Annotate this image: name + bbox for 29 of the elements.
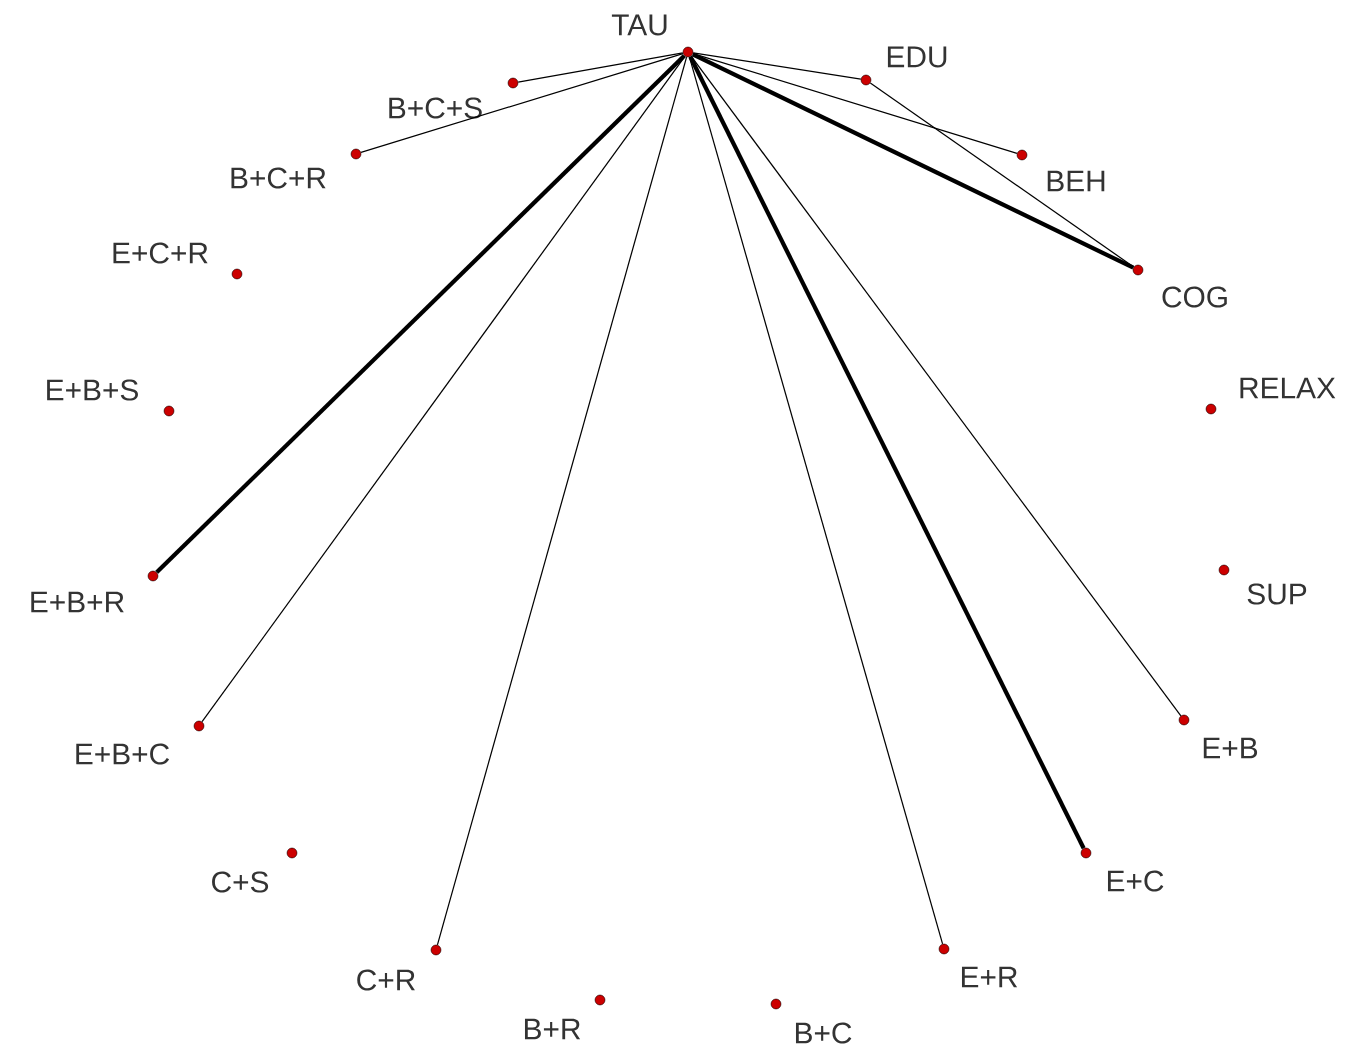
point-label: B+R: [525, 1018, 581, 1040]
point-label: C+S: [212, 871, 269, 893]
point-label: SUP: [1247, 583, 1307, 605]
network-line: [691, 52, 1135, 270]
point-label: BEH: [1047, 170, 1105, 192]
point-label: TAU: [611, 14, 667, 36]
network-line: [692, 52, 862, 80]
point-label: E+C: [1108, 870, 1164, 892]
network-line: [688, 55, 1086, 850]
network-line: [436, 56, 688, 946]
network-line: [201, 55, 686, 723]
network-line: [360, 52, 684, 154]
point-label: E+B+C: [76, 743, 170, 765]
point-label: E+C+R: [113, 242, 208, 264]
point-label: C+R: [357, 969, 415, 991]
point-label: B+C+S: [389, 97, 482, 119]
point-label: E+R: [962, 966, 1018, 988]
point-label: B+C+R: [231, 167, 326, 189]
network-line: [517, 52, 684, 83]
point-label: E+B: [1203, 737, 1258, 759]
point-label: E+B+S: [47, 379, 138, 401]
point-label: E+B+R: [31, 591, 124, 613]
network-line: [869, 82, 1135, 268]
network-line: [690, 55, 1182, 717]
point-label: B+C: [796, 1022, 852, 1044]
point-label: EDU: [887, 46, 947, 68]
point-label: COG: [1162, 286, 1227, 308]
network-line: [155, 54, 686, 574]
point-label: RELAX: [1240, 377, 1336, 399]
